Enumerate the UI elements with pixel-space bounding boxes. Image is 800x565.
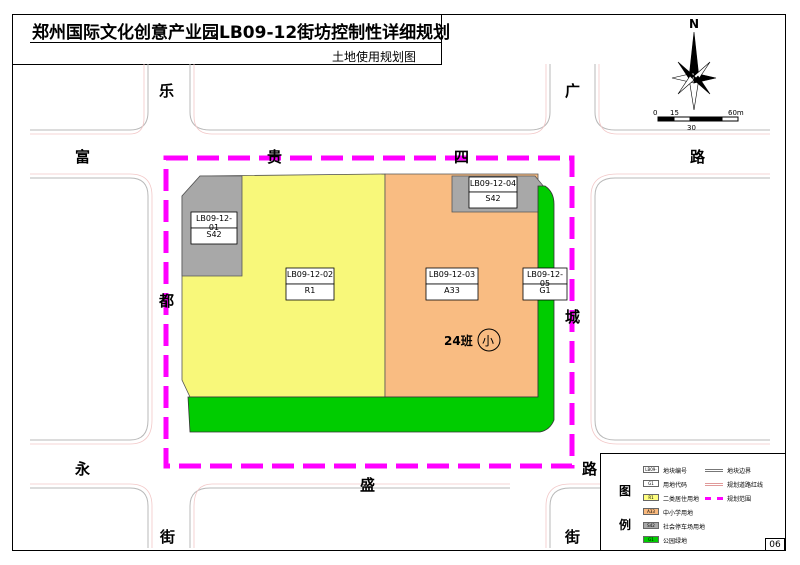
legend-label-road-red: 规划道路红线 xyxy=(727,482,764,489)
parcel-id-05: LB09-12-05 xyxy=(526,270,564,288)
title-box-left-edge xyxy=(12,64,30,65)
parcel-id-01: LB09-12-01 xyxy=(195,214,233,232)
north-label: N xyxy=(689,17,700,31)
road-char-si: 四 xyxy=(454,148,470,166)
scale-label-60m: 60m xyxy=(728,109,744,117)
road-edge-top-right xyxy=(594,64,770,131)
school-class-count: 24班 xyxy=(444,334,473,348)
legend-line-planning-boundary xyxy=(705,497,723,500)
road-red-lines xyxy=(30,64,770,548)
road-char-le: 乐 xyxy=(159,82,175,100)
road-char-sheng: 盛 xyxy=(360,476,376,494)
road-edges xyxy=(30,64,770,548)
legend-swatch-g1: G1 xyxy=(643,536,659,543)
scale-bar xyxy=(657,116,739,122)
road-char-gui: 贵 xyxy=(267,148,283,166)
road-char-guang: 广 xyxy=(565,82,581,100)
road-char-cheng: 城 xyxy=(565,308,581,326)
legend-label-code: 用地代码 xyxy=(663,482,688,489)
scale-label-0: 0 xyxy=(653,109,658,117)
road-edge-bottom-left xyxy=(30,487,149,548)
legend-swatch-r1: R1 xyxy=(643,494,659,501)
legend-title-bottom: 例 xyxy=(619,518,632,532)
subtitle-underline xyxy=(30,64,442,65)
parcel-id-02: LB09-12-02 xyxy=(286,270,334,279)
title-underline xyxy=(30,42,442,43)
parcel-code-03: A33 xyxy=(444,286,460,295)
parcel-LB09-12-05-green xyxy=(187,185,555,433)
road-edge-mid-left xyxy=(30,177,149,441)
road-edge-bottom-mid xyxy=(189,487,510,548)
title-box-edge xyxy=(441,14,442,65)
map-frame xyxy=(12,14,786,551)
parcel-code-05: G1 xyxy=(539,286,551,295)
legend-swatch-parcel-id: LB09-12-01 xyxy=(643,466,659,473)
legend-label-s42: 社会停车场用地 xyxy=(663,524,706,531)
legend-label-parcel-id: 地块编号 xyxy=(663,468,688,475)
parcel-id-04: LB09-12-04 xyxy=(469,179,517,188)
legend-label-r1: 二类居住用地 xyxy=(663,496,700,503)
legend-label-parcel-boundary: 地块边界 xyxy=(727,468,752,475)
legend-label-planning-boundary: 规划范围 xyxy=(727,496,752,503)
road-char-fu: 富 xyxy=(75,148,91,166)
parcel-id-03: LB09-12-03 xyxy=(428,270,476,279)
legend-label-a33: 中小学用地 xyxy=(663,510,694,517)
parcel-label-boxes xyxy=(190,176,568,301)
school-symbol-circle xyxy=(477,328,501,352)
road-char-jie-right: 街 xyxy=(565,528,581,546)
map-subtitle: 土地使用规划图 xyxy=(332,50,417,64)
road-edge-top-mid xyxy=(189,64,551,131)
parcel-code-01: S42 xyxy=(206,230,222,239)
road-char-du: 都 xyxy=(159,292,175,310)
legend-line-road-red xyxy=(705,483,723,486)
legend-line-parcel-boundary xyxy=(705,469,723,472)
legend-swatch-code: G1 xyxy=(643,480,659,487)
road-char-lu-top: 路 xyxy=(690,148,706,166)
legend: 图 例 LB09-12-01 地块编号 G1 用地代码 R1 二类居住用地 A3… xyxy=(600,453,786,551)
legend-swatch-a33: A33 xyxy=(643,508,659,515)
legend-title-top: 图 xyxy=(619,484,632,498)
parcel-code-04: S42 xyxy=(485,194,501,203)
legend-label-g1: 公园绿地 xyxy=(663,538,688,545)
road-edge-bottom-right xyxy=(549,487,600,548)
school-symbol-text: 小 xyxy=(482,334,495,348)
compass-rose xyxy=(671,31,717,111)
road-edge-mid-right xyxy=(594,177,770,441)
road-char-lu-bottom: 路 xyxy=(582,460,598,478)
planning-boundary xyxy=(163,155,575,469)
road-char-jie-left: 街 xyxy=(160,528,176,546)
road-char-yong: 永 xyxy=(75,460,91,478)
parcel-code-02: R1 xyxy=(304,286,316,295)
legend-swatch-s42: S42 xyxy=(643,522,659,529)
road-edge-top-left xyxy=(30,64,149,131)
scale-label-15: 15 xyxy=(670,109,679,117)
scale-label-30: 30 xyxy=(687,124,696,132)
sheet-number: 06 xyxy=(765,538,785,551)
map-title: 郑州国际文化创意产业园LB09-12街坊控制性详细规划 xyxy=(32,23,451,43)
